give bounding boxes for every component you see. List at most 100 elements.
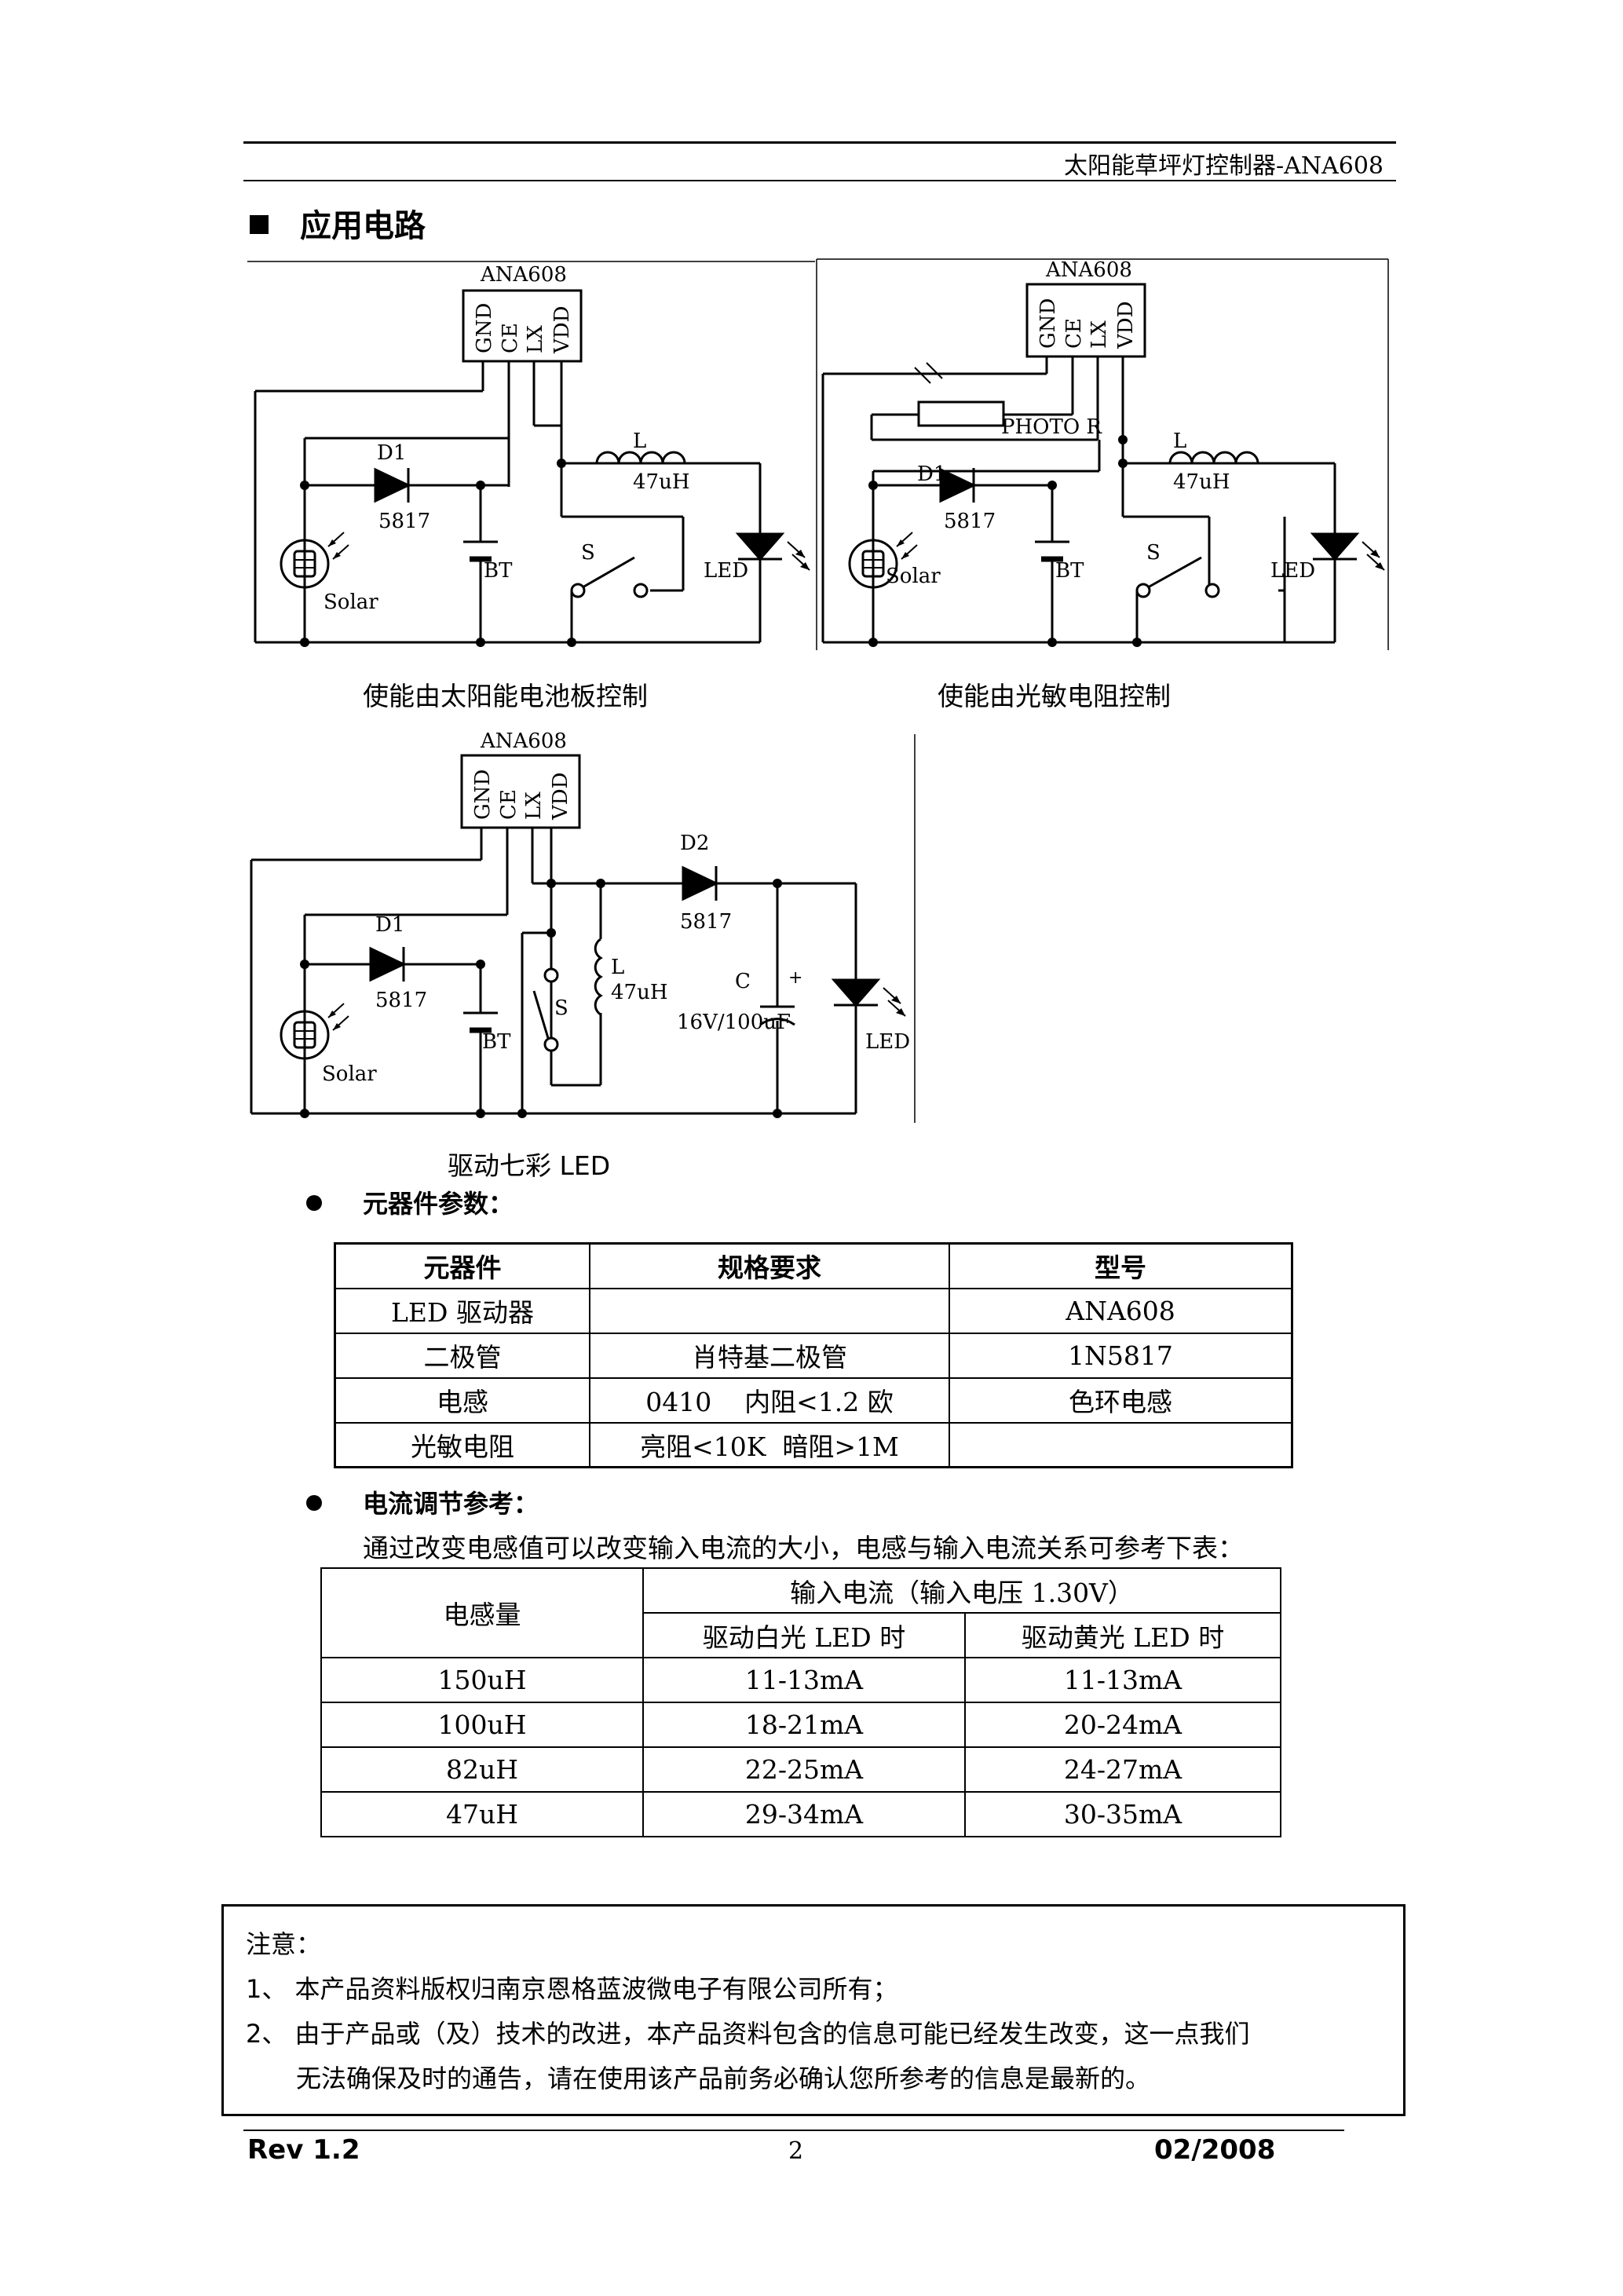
header-cell: 规格要求	[589, 1242, 950, 1289]
header-cell: 型号	[949, 1242, 1293, 1289]
c3-l-label: L	[611, 956, 624, 979]
table-cell: 11-13mA	[964, 1657, 1281, 1703]
c2-pin-ce: CE	[1062, 318, 1086, 349]
table-cell: 肖特基二极管	[589, 1332, 950, 1379]
bullet-icon	[306, 1195, 322, 1211]
c1-pin-ce: CE	[499, 323, 522, 353]
c3-c-value: 16V/100uF	[677, 1011, 791, 1034]
table-cell: 18-21mA	[642, 1702, 966, 1748]
table-cell: 电感	[334, 1377, 590, 1424]
table-row: 82uH 22-25mA 24-27mA	[320, 1746, 1281, 1793]
table-row: 二极管 肖特基二极管 1N5817	[334, 1332, 1293, 1379]
circuit-1-caption: 使能由太阳能电池板控制	[363, 681, 648, 711]
photo-resistor-arrows	[914, 362, 943, 384]
table-row: LED 驱动器 ANA608	[334, 1287, 1293, 1334]
c1-d1-label: D1	[377, 441, 406, 465]
circuit-3-dots	[300, 879, 782, 1118]
frame-lines	[247, 258, 1389, 1123]
c2-chip-label: ANA608	[1045, 258, 1132, 282]
c3-led-label: LED	[865, 1030, 910, 1054]
table-cell: 82uH	[320, 1746, 644, 1793]
c2-photo-label: PHOTO R	[1001, 415, 1102, 439]
c1-d1-part: 5817	[378, 510, 430, 533]
c2-s-label: S	[1146, 541, 1161, 565]
table-row: 100uH 18-21mA 20-24mA	[320, 1702, 1281, 1748]
footer-rule	[243, 2130, 1344, 2131]
c1-s-label: S	[581, 541, 595, 565]
table-cell	[949, 1421, 1293, 1468]
table-cell: 150uH	[320, 1657, 644, 1703]
footer-rev: Rev 1.2	[247, 2134, 360, 2166]
c2-pin-gnd: GND	[1036, 298, 1060, 349]
header-rule-bottom	[243, 180, 1396, 181]
table-row: 47uH 29-34mA 30-35mA	[320, 1791, 1281, 1837]
components-table: 元器件 规格要求 型号 LED 驱动器 ANA608 二极管 肖特基二极管 1N…	[334, 1242, 1293, 1468]
c3-pin-gnd: GND	[471, 770, 495, 820]
table-cell: 20-24mA	[964, 1702, 1281, 1748]
footer-page: 2	[788, 2137, 804, 2165]
table-cell: 1N5817	[949, 1332, 1293, 1379]
circuit-2	[821, 283, 1360, 644]
table-cell	[589, 1287, 950, 1334]
c3-l-value: 47uH	[611, 981, 668, 1004]
circuit-3-caption: 驱动七彩 LED	[448, 1150, 611, 1181]
current-heading: 电流调节参考：	[306, 1484, 539, 1520]
c3-d2-label: D2	[680, 832, 709, 855]
header-cell: 输入电流（输入电压 1.30V）	[642, 1567, 1281, 1614]
table-header-row: 驱动白光 LED 时 驱动黄光 LED 时	[321, 1612, 1281, 1658]
circuit-2-dots	[868, 435, 1142, 647]
note-2-continued: 无法确保及时的通告，请在使用该产品前务必确认您所参考的信息是最新的。	[296, 2064, 1151, 2093]
footer-date: 02/2008	[1154, 2134, 1276, 2166]
c2-bt-label: BT	[1055, 559, 1084, 583]
c2-l-value: 47uH	[1173, 470, 1230, 494]
square-bullet-icon	[250, 215, 269, 234]
table-row: 光敏电阻 亮阻<10K 暗阻>1M	[334, 1421, 1293, 1468]
components-heading: 元器件参数：	[306, 1184, 514, 1220]
c1-l-label: L	[633, 430, 646, 453]
circuit-2-caption: 使能由光敏电阻控制	[938, 681, 1171, 711]
c3-d2-part: 5817	[680, 910, 732, 934]
current-table: 电感量 输入电流（输入电压 1.30V） 驱动白光 LED 时 驱动黄光 LED…	[320, 1567, 1281, 1837]
c2-l-label: L	[1173, 430, 1186, 453]
c3-cap-plus: +	[788, 968, 802, 988]
table-header-row: 元器件 规格要求 型号	[334, 1242, 1293, 1289]
current-intro: 通过改变电感值可以改变输入电流的大小，电感与输入电流关系可参考下表：	[363, 1533, 1244, 1563]
c3-c-label: C	[735, 970, 751, 993]
header-cell: 驱动白光 LED 时	[642, 1612, 966, 1658]
c2-led-label: LED	[1270, 559, 1315, 583]
table-cell: 亮阻<10K 暗阻>1M	[589, 1421, 950, 1468]
table-cell: 0410 内阻<1.2 欧	[589, 1377, 950, 1424]
c3-d1-part: 5817	[375, 989, 427, 1012]
circuit-diagrams: ANA608 GND CE LX VDD D1 5817 L 47uH S BT…	[247, 258, 1389, 1123]
table-row: 电感 0410 内阻<1.2 欧 色环电感	[334, 1377, 1293, 1424]
c3-pin-vdd: VDD	[549, 773, 572, 821]
c3-bt-label: BT	[482, 1030, 511, 1054]
header-title: 太阳能草坪灯控制器-ANA608	[1064, 152, 1384, 180]
table-cell: 光敏电阻	[334, 1421, 590, 1468]
c2-pin-lx: LX	[1087, 320, 1111, 349]
circuit-1-dots	[300, 459, 576, 647]
section-title: 应用电路	[250, 200, 426, 246]
header-cell: 驱动黄光 LED 时	[964, 1612, 1281, 1658]
c1-pin-lx: LX	[524, 325, 547, 353]
circuit-3	[250, 754, 881, 1115]
header-rule-top	[243, 141, 1396, 144]
table-cell: 11-13mA	[642, 1657, 966, 1703]
c1-pin-vdd: VDD	[550, 306, 574, 354]
c2-d1-label: D1	[917, 462, 946, 486]
table-cell: LED 驱动器	[334, 1287, 590, 1334]
c1-l-value: 47uH	[633, 470, 690, 494]
header-cell: 元器件	[334, 1242, 590, 1289]
c1-bt-label: BT	[484, 559, 513, 583]
c3-chip-label: ANA608	[480, 729, 567, 753]
c3-d1-label: D1	[375, 913, 404, 937]
note-2: 2、 由于产品或（及）技术的改进，本产品资料包含的信息可能已经发生改变，这一点我…	[246, 2019, 1250, 2049]
c2-d1-part: 5817	[944, 510, 996, 533]
c1-chip-label: ANA608	[480, 263, 567, 287]
table-header-row: 电感量 输入电流（输入电压 1.30V）	[320, 1567, 1281, 1658]
table-cell: 色环电感	[949, 1377, 1293, 1424]
table-cell: ANA608	[949, 1287, 1293, 1334]
c2-pin-vdd: VDD	[1114, 302, 1138, 349]
table-cell: 29-34mA	[642, 1791, 966, 1837]
c3-solar-label: Solar	[322, 1062, 377, 1086]
